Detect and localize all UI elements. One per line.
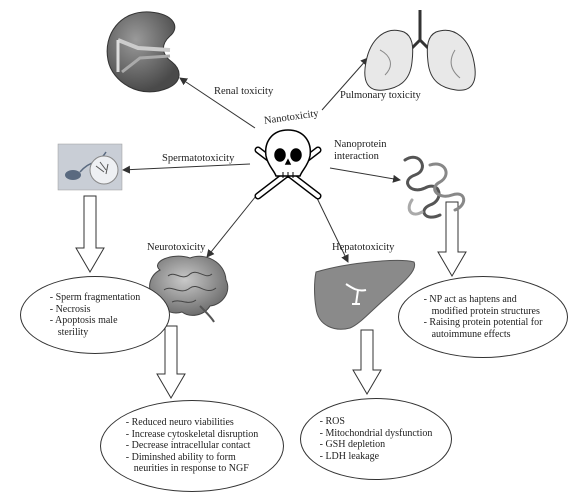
label-sperm: Spermatotoxicity bbox=[162, 153, 235, 164]
brain-icon bbox=[149, 255, 229, 323]
hollow-arrow-hepato bbox=[352, 329, 382, 395]
hepato-effects-ellipse: - ROS - Mitochondrial dysfunction - GSH … bbox=[300, 398, 452, 480]
sperm-effect-3: - Apoptosis male bbox=[49, 315, 118, 326]
label-hepato: Hepatotoxicity bbox=[332, 242, 395, 253]
sperm-effects-ellipse: - Sperm fragmentation - Necrosis - Apopt… bbox=[20, 276, 170, 354]
neuro-effect-3: - Decrease intracellular contact bbox=[125, 440, 251, 452]
liver-icon bbox=[314, 259, 416, 330]
protein-effect-2: - Raising protein potential for bbox=[423, 317, 543, 328]
label-renal: Renal toxicity bbox=[214, 86, 274, 97]
sperm-effect-3-cont: sterility bbox=[57, 326, 89, 338]
sperm-effect-2: - Necrosis bbox=[49, 303, 91, 315]
sperm-icon bbox=[57, 143, 123, 191]
arrow-neuro bbox=[206, 195, 257, 258]
lungs-icon bbox=[364, 10, 476, 91]
protein-structure-icon bbox=[403, 155, 466, 219]
label-pulmonary: Pulmonary toxicity bbox=[340, 90, 421, 101]
protein-effect-1-cont: modified protein structures bbox=[431, 305, 540, 317]
protein-effect-2-cont: autoimmune effects bbox=[431, 328, 511, 340]
arrow-renal bbox=[179, 77, 256, 129]
neuro-effect-4: - Diminshed ability to form bbox=[125, 451, 236, 463]
hollow-arrow-sperm bbox=[75, 195, 105, 273]
neuro-effect-1: - Reduced neuro viabilities bbox=[125, 417, 234, 429]
arrow-sperm bbox=[122, 163, 251, 174]
hollow-arrow-protein bbox=[437, 201, 467, 277]
label-nanoprotein-2: interaction bbox=[334, 151, 379, 162]
hollow-arrow-neuro bbox=[156, 325, 186, 399]
neuro-effects-ellipse: - Reduced neuro viabilities - Increase c… bbox=[100, 400, 284, 492]
hollow-arrows bbox=[75, 195, 467, 399]
hepato-effect-4: - LDH leakage bbox=[319, 450, 380, 462]
hepato-effect-1: - ROS bbox=[319, 416, 345, 427]
label-neuro: Neurotoxicity bbox=[147, 242, 206, 253]
protein-effect-1: - NP act as haptens and bbox=[423, 294, 517, 305]
protein-effects-ellipse: - NP act as haptens and modified protein… bbox=[398, 276, 568, 358]
label-nanoprotein-1: Nanoprotein bbox=[334, 139, 387, 150]
skull-crossbones-icon bbox=[254, 129, 322, 200]
arrow-pulmonary bbox=[321, 57, 369, 111]
neuro-effect-4-cont: neurities in response to NGF bbox=[133, 463, 249, 475]
hepato-effect-2: - Mitochondrial dysfunction bbox=[319, 427, 433, 439]
hepato-effect-3: - GSH depletion bbox=[319, 439, 386, 450]
arrow-hepato bbox=[315, 195, 349, 263]
arrow-nanoprotein bbox=[329, 167, 401, 183]
connector-arrows bbox=[122, 57, 401, 263]
sperm-effect-1: - Sperm fragmentation bbox=[49, 292, 141, 303]
neuro-effect-2: - Increase cytoskeletal disruption bbox=[125, 428, 259, 440]
kidney-icon bbox=[106, 11, 180, 93]
